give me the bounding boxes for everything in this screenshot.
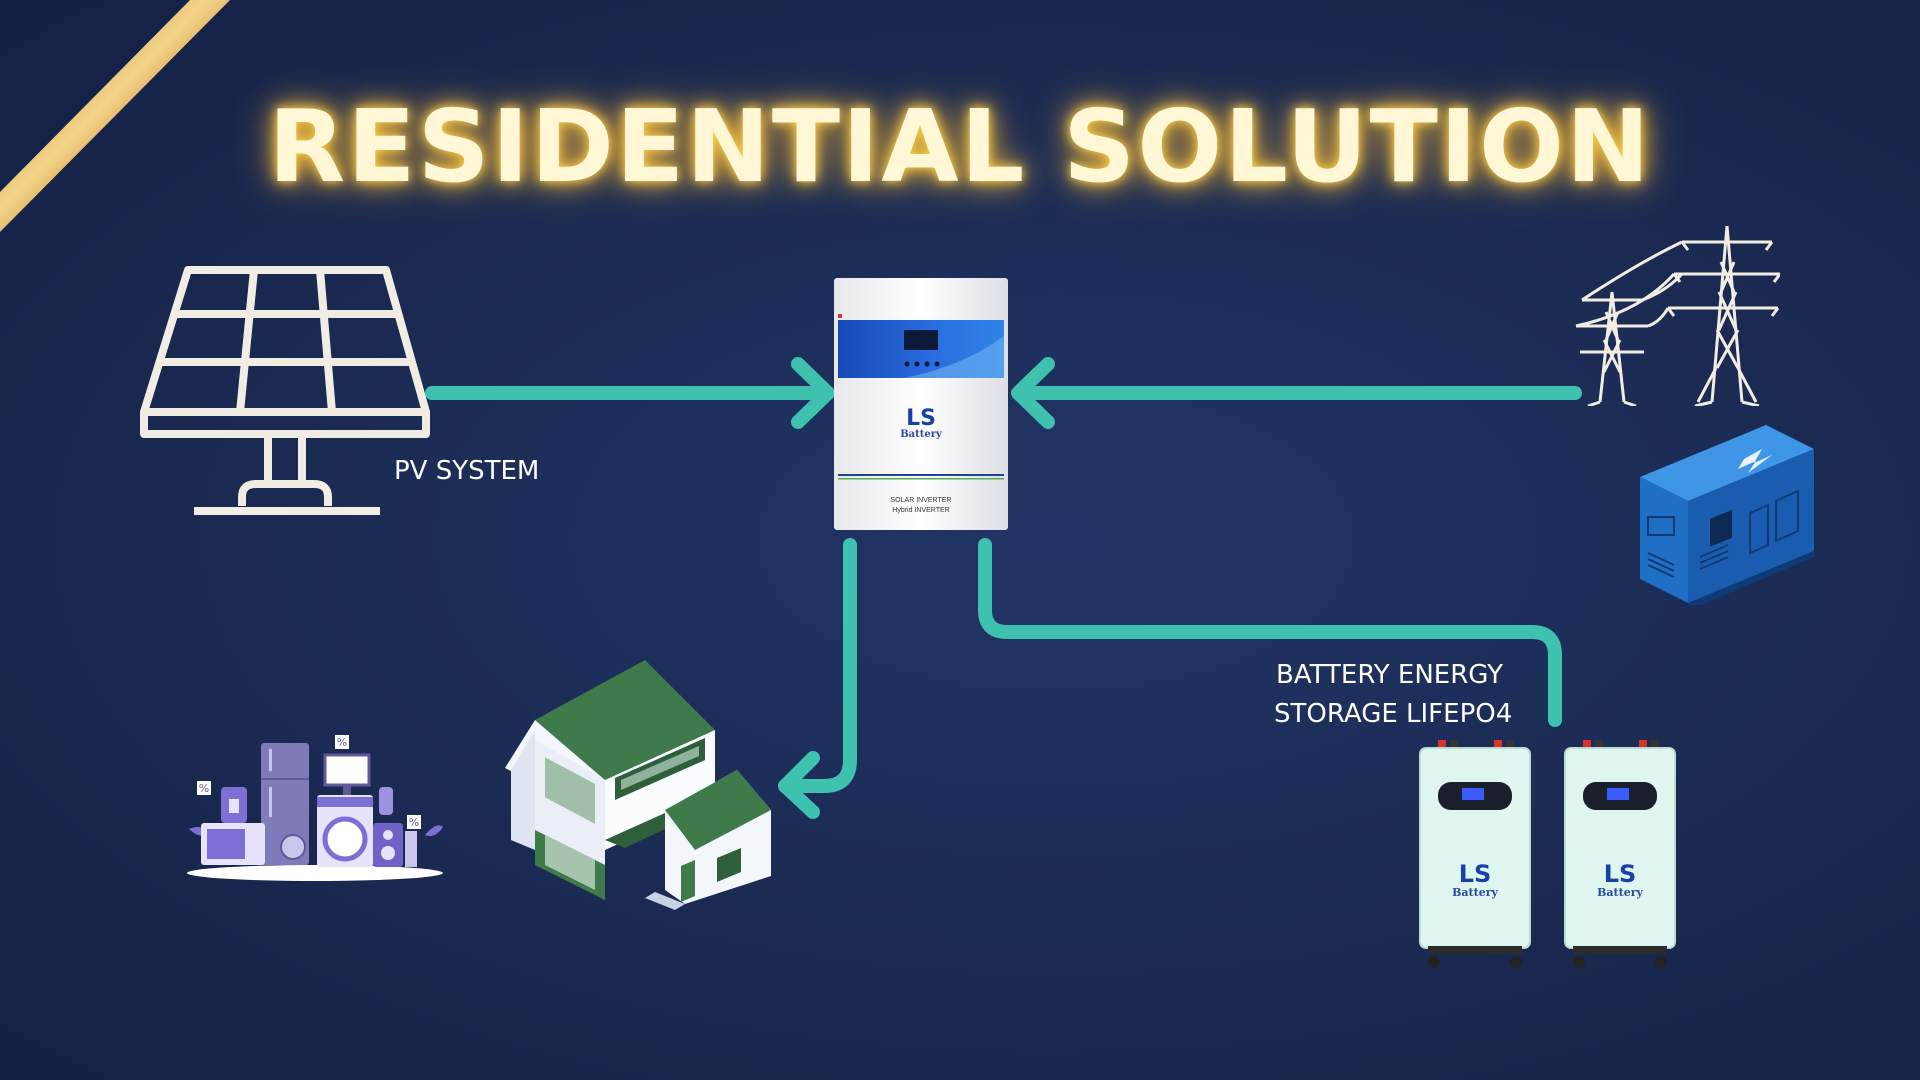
inverter-to-house-arrowhead [778,751,820,819]
hybrid-inverter: LS Battery SOLAR INVERTER Hybrid INVERTE… [834,278,1008,530]
battery-brand-logo-2: LS [1603,860,1637,888]
inverter-caption-1: SOLAR INVERTER [890,497,952,504]
appliances-icon: % % % [187,735,443,881]
discount-badge-3: % [409,816,419,829]
generator-icon [1640,425,1814,605]
battery-label-line2: STORAGE LIFEPO4 [1274,699,1513,729]
battery-brand-logo-1: LS [1458,860,1492,888]
house-icon [505,660,771,910]
grid-to-inverter-arrowhead [1011,357,1055,429]
battery-icon [1419,740,1531,968]
inverter-brand-logo: LS [906,406,936,431]
inverter-to-house-line [778,538,857,793]
battery-unit-2: LS Battery [1563,738,1677,970]
corner-ribbon [0,0,230,232]
pv-to-inverter-arrowhead [791,357,835,429]
battery-unit-1: LS Battery [1418,738,1532,970]
solar-panel-icon [140,266,430,515]
battery-label-line1: BATTERY ENERGY [1276,660,1503,690]
inverter-icon [834,278,1008,530]
transmission-tower-icon [1575,225,1780,406]
pv-system-label: PV SYSTEM [394,456,540,486]
page-title: RESIDENTIAL SOLUTION [268,88,1652,205]
inverter-caption-2: Hybrid INVERTER [892,507,950,514]
battery-brand-subtitle-2: Battery [1597,886,1643,899]
inverter-to-battery-line [978,538,1562,727]
battery-icon [1564,740,1676,968]
inverter-brand-subtitle: Battery [900,429,942,440]
discount-badge-1: % [199,782,209,795]
discount-badge-2: % [337,736,347,749]
battery-brand-subtitle-1: Battery [1452,886,1498,899]
